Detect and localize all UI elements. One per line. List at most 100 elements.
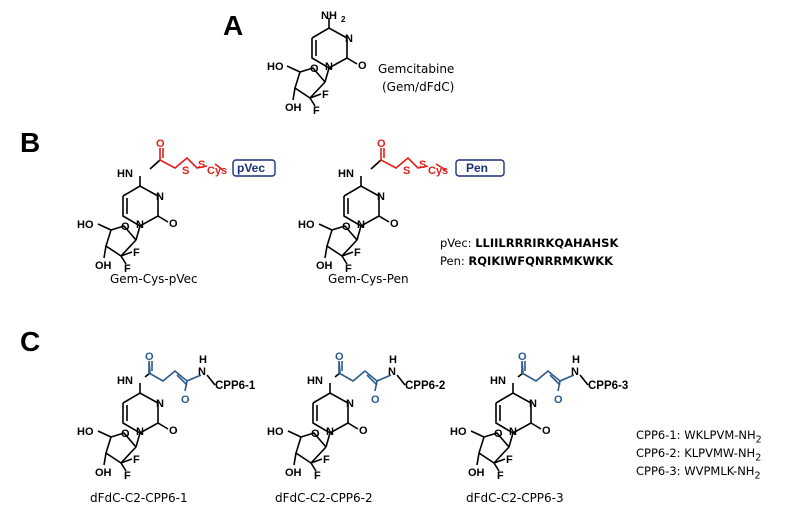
- atom-label: O: [121, 221, 130, 233]
- gemcitabine-caption: Gemcitabine: [378, 62, 455, 76]
- atom-label: N: [198, 366, 206, 378]
- atom-label: O: [169, 218, 178, 230]
- cpp6-1-sequence: CPP6-1: WKLPVM-NH2: [636, 428, 762, 446]
- atom-label: O: [390, 218, 399, 230]
- atom-label: N: [346, 398, 354, 410]
- atom-label: O: [156, 138, 165, 150]
- dfdc-c2-cpp6-3-structure: H N N N O O HO OH F F O O N H CPP6-3: [450, 351, 628, 482]
- atom-label: O: [358, 60, 367, 72]
- peptide-box: [455, 159, 505, 177]
- dfdc-c2-cpp6-1-structure: H N N N O O HO OH F F O O N H CPP6-1: [77, 351, 256, 482]
- gemcitabine-caption-abbr: (Gem/dFdC): [382, 80, 455, 94]
- atom-label: N: [529, 398, 537, 410]
- atom-label: OH: [285, 467, 302, 479]
- gem-cys-pvec-caption: Gem-Cys-pVec: [110, 272, 198, 286]
- atom-label: F: [322, 89, 329, 101]
- atom-label: N: [509, 426, 517, 438]
- atom-label: F: [345, 263, 352, 275]
- atom-label: HO: [77, 219, 94, 231]
- atom-label: HO: [450, 426, 467, 438]
- atom-label: O: [554, 394, 563, 406]
- atom-label: H: [117, 168, 125, 180]
- cpp6-2-sequence: CPP6-2: KLPVMW-NH2: [636, 446, 762, 464]
- atom-label: O: [359, 425, 368, 437]
- atom-label: N: [136, 219, 144, 231]
- peptide-box-label: Pen: [466, 161, 488, 175]
- atom-label: N: [571, 366, 579, 378]
- atom-label: H: [199, 354, 207, 366]
- atom-label: F: [323, 454, 330, 466]
- atom-label: HO: [267, 61, 284, 73]
- atom-label: HO: [77, 426, 94, 438]
- atom-label: F: [133, 247, 140, 259]
- atom-label: O: [494, 428, 503, 440]
- atom-label: O: [169, 425, 178, 437]
- atom-label: N: [345, 33, 353, 45]
- atom-label: F: [354, 247, 361, 259]
- atom-label: F: [133, 454, 140, 466]
- atom-label: S: [198, 159, 205, 171]
- gem-cys-pen-structure: H N N N O O HO OH F F O S S Cys Pen: [298, 138, 505, 275]
- atom-label: N: [498, 375, 506, 387]
- atom-label: N: [346, 168, 354, 180]
- cpp6-3-sequence: CPP6-3: WVPMLK-NH2: [636, 464, 761, 482]
- atom-label: O: [335, 351, 344, 363]
- atom-label: F: [313, 105, 320, 117]
- atom-label: N: [125, 375, 133, 387]
- atom-label: N: [388, 366, 396, 378]
- atom-label: N: [326, 426, 334, 438]
- atom-label: N: [377, 191, 385, 203]
- atom-label: O: [377, 138, 386, 150]
- dfdc-c2-cpp6-1-caption: dFdC-C2-CPP6-1: [90, 491, 188, 505]
- atom-label: N: [125, 168, 133, 180]
- gemcitabine-structure: NH 2 N N O O HO OH F F: [267, 10, 367, 117]
- atom-label: N: [136, 426, 144, 438]
- dfdc-c2-cpp6-3-caption: dFdC-C2-CPP6-3: [466, 491, 564, 505]
- atom-label: F: [124, 470, 131, 482]
- gem-cys-pen-caption: Gem-Cys-Pen: [328, 272, 409, 286]
- atom-label: O: [121, 428, 130, 440]
- atom-label: F: [506, 454, 513, 466]
- peptide-box: [232, 159, 276, 177]
- panel-a-letter: A: [223, 10, 244, 41]
- atom-label: O: [542, 425, 551, 437]
- atom-label: H: [307, 375, 315, 387]
- atom-label: O: [342, 221, 351, 233]
- atom-label: N: [357, 219, 365, 231]
- atom-label: S: [419, 159, 426, 171]
- panel-c-letter: C: [20, 326, 41, 357]
- atom-label: N: [156, 398, 164, 410]
- atom-label: OH: [95, 260, 112, 272]
- atom-label: Cys: [428, 165, 448, 177]
- atom-label: HO: [298, 219, 315, 231]
- atom-label: S: [182, 165, 189, 177]
- atom-label: F: [314, 470, 321, 482]
- atom-label: Cys: [207, 165, 227, 177]
- dfdc-c2-cpp6-2-structure: H N N N O O HO OH F F O O N H CPP6-2: [267, 351, 445, 482]
- atom-label: N: [315, 375, 323, 387]
- pen-sequence: Pen: RQIKIWFQNRRMKWKK: [440, 254, 614, 268]
- dfdc-c2-cpp6-2-caption: dFdC-C2-CPP6-2: [275, 491, 373, 505]
- atom-label: O: [311, 428, 320, 440]
- atom-label: 2: [341, 15, 346, 24]
- atom-label: H: [338, 168, 346, 180]
- atom-label: H: [117, 375, 125, 387]
- atom-label: OH: [285, 102, 302, 114]
- atom-label: N: [156, 191, 164, 203]
- atom-label: O: [310, 63, 319, 75]
- atom-label: H: [572, 354, 580, 366]
- atom-label: O: [518, 351, 527, 363]
- atom-label: N: [325, 61, 333, 73]
- atom-label: O: [371, 394, 380, 406]
- tail-label: CPP6-3: [588, 380, 628, 392]
- panel-b-letter: B: [20, 127, 41, 158]
- tail-label: CPP6-1: [215, 380, 256, 392]
- atom-label: HO: [267, 426, 284, 438]
- atom-label: OH: [95, 467, 112, 479]
- atom-label: O: [145, 351, 154, 363]
- peptide-box-label: pVec: [237, 161, 265, 175]
- atom-label: F: [124, 263, 131, 275]
- atom-label: OH: [468, 467, 485, 479]
- atom-label: H: [490, 375, 498, 387]
- pvec-sequence: pVec: LLIILRRRIRKQAHAHSK: [440, 236, 619, 250]
